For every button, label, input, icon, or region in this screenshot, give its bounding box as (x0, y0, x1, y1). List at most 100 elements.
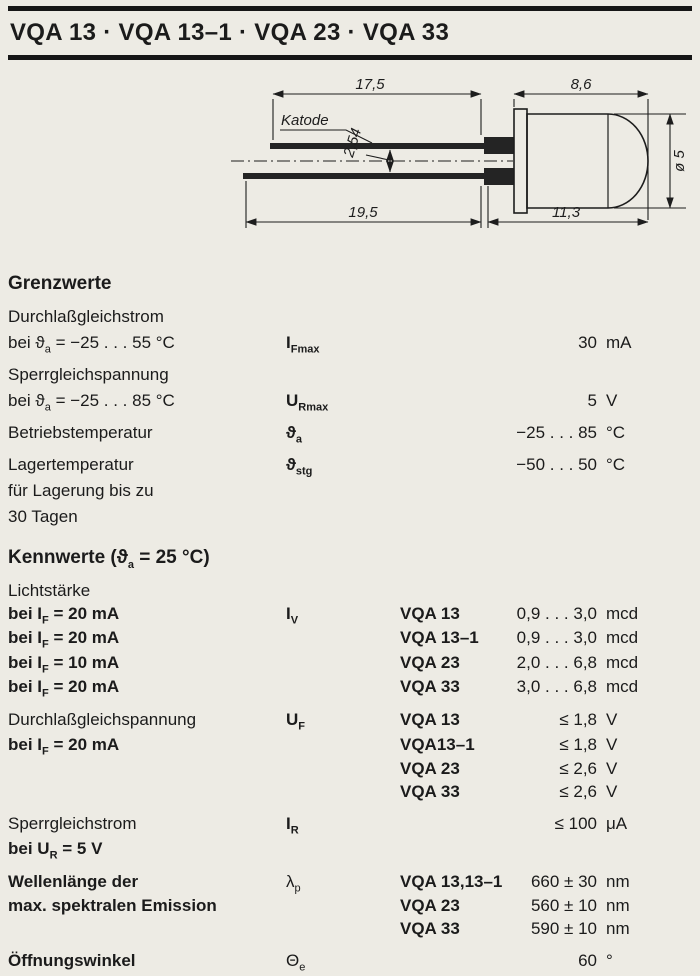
value-cell: 60 (400, 949, 597, 973)
value-cell: VQA 33 ≤ 2,6 (400, 780, 597, 803)
param-unit: nm (606, 919, 630, 939)
condition-text: bei I (8, 628, 43, 648)
param-symbol: ϑa (286, 420, 400, 446)
led-body (526, 113, 649, 209)
param-symbol: λp (286, 870, 400, 894)
symbol-main: ϑ (286, 423, 296, 442)
condition-text: = 20 mA (48, 734, 120, 754)
condition-subscript: F (42, 614, 49, 627)
kennwerte-heading-condition: (ϑa = 25 °C) (105, 547, 209, 570)
dim-11-3-label: 11,3 (552, 204, 581, 221)
uf-row-vqa33: VQA 33≤ 2,6 V (8, 780, 645, 803)
type-label: VQA 13–1 (400, 628, 479, 648)
cathode-leader-line (280, 129, 373, 144)
condition-subscript: F (42, 687, 49, 700)
table-row: 30 Tagen (8, 504, 645, 530)
page-title: VQA 13 · VQA 13–1 · VQA 23 · VQA 33 (10, 19, 450, 46)
led-flange (513, 108, 528, 214)
table-row: Lagertemperatur ϑstg −50 . . . 50 °C (8, 452, 645, 478)
symbol-main: I (286, 603, 291, 623)
param-unit: nm (606, 871, 630, 891)
table-row: Betriebstemperatur ϑa −25 . . . 85 °C (8, 420, 645, 446)
table-row: bei ϑa = −25 . . . 55 °C IFmax 30 mA (8, 330, 645, 356)
param-value: 590 ± 10 (530, 919, 597, 939)
symbol-sub: F (298, 720, 306, 733)
value-cell: VQA13–1≤ 1,8 (400, 733, 597, 757)
param-name: max. spektralen Emission (8, 896, 217, 916)
value-cell: VQA 13,13–1 660 ± 30 (400, 870, 597, 894)
type-label: VQA 13 (400, 603, 460, 623)
kennwerte-heading: Kennwerte (ϑa = 25 °C) (8, 546, 645, 571)
symbol-sub: a (295, 433, 303, 446)
group-gap (8, 940, 645, 949)
type-label: VQA 13,13–1 (400, 871, 503, 891)
param-unit: V (606, 734, 618, 754)
grenzwerte-row-sperrgleichspannung: Sperrgleichspannung bei ϑa = −25 . . . 8… (8, 362, 645, 414)
condition-text: = −25 . . . 85 °C (50, 391, 175, 410)
top-rule (8, 6, 692, 11)
param-unit: °C (606, 423, 626, 442)
type-label: VQA 33 (400, 676, 460, 696)
type-label: VQA 23 (400, 652, 460, 672)
dim-8-6-label: 8,6 (571, 76, 593, 93)
condition-text: (ϑ (105, 547, 128, 568)
param-symbol: URmax (286, 388, 400, 414)
cathode-label: Katode (281, 112, 329, 129)
param-value: 560 ± 10 (530, 896, 597, 916)
param-value: 0,9 . . . 3,0 (516, 603, 597, 623)
symbol-sub: Fmax (290, 343, 320, 356)
table-row: bei UR = 5 V (8, 837, 645, 861)
kennwerte-block-lichtstaerke: Lichtstärke bei IF = 20 mA IV VQA 13 0,9 … (8, 579, 645, 700)
dim-diameter-label: ø 5 (671, 150, 688, 172)
param-unit: ° (606, 951, 613, 971)
param-name: Wellenlänge der (8, 871, 139, 891)
param-value: ≤ 2,6 (559, 782, 597, 802)
table-row: Durchlaßgleichstrom (8, 304, 645, 330)
param-unit: mcd (606, 628, 639, 648)
grenzwerte-row-durchlassgleichstrom: Durchlaßgleichstrom bei ϑa = −25 . . . 5… (8, 304, 645, 356)
condition-subscript: R (49, 848, 58, 861)
param-condition: bei IF = 20 mA (8, 602, 286, 626)
symbol-sub: R (290, 824, 299, 837)
condition-text: = 10 mA (48, 652, 120, 672)
group-gap (8, 861, 645, 870)
param-unit: μA (606, 814, 628, 834)
param-condition: bei IF = 10 mA (8, 651, 286, 675)
kennwerte-section: Kennwerte (ϑa = 25 °C) Lichtstärke bei I… (0, 546, 700, 974)
param-value: −25 . . . 85 (516, 423, 597, 442)
symbol-sub: stg (295, 465, 313, 478)
anode-post (484, 168, 514, 185)
uf-row-vqa23: VQA 23≤ 2,6 V (8, 757, 645, 780)
param-symbol: UF (286, 708, 400, 732)
param-value: 0,9 . . . 3,0 (516, 628, 597, 648)
param-name: Öffnungswinkel (8, 951, 136, 971)
type-label: VQA 33 (400, 782, 460, 802)
param-condition: bei UR = 5 V (8, 837, 286, 861)
dim-17-5-label: 17,5 (355, 76, 385, 93)
param-symbol: IV (286, 602, 400, 626)
dim-2-54-label: 2,54 (340, 126, 365, 160)
param-value: 660 ± 30 (530, 871, 597, 891)
value-cell: VQA 13–1 0,9 . . . 3,0 (400, 626, 597, 650)
condition-subscript: F (42, 745, 49, 758)
symbol-main: ϑ (286, 455, 296, 474)
type-label: VQA 23 (400, 896, 460, 916)
value-cell: VQA 23≤ 2,6 (400, 757, 597, 780)
param-value: ≤ 2,6 (559, 759, 597, 779)
param-unit: V (606, 391, 618, 410)
value-cell: −25 . . . 85 (400, 420, 597, 446)
led-dimension-drawing: 17,5 8,6 Katode 2,54 19,5 (0, 72, 700, 268)
param-symbol: IFmax (286, 330, 400, 356)
dim-lead-top (272, 90, 482, 140)
condition-text: bei ϑ (8, 333, 45, 352)
uf-row-vqa13-1: bei IF = 20 mA VQA13–1≤ 1,8 V (8, 733, 645, 757)
table-row: Lichtstärke (8, 579, 645, 602)
param-condition: bei IF = 20 mA (8, 733, 286, 757)
condition-text: bei I (8, 734, 43, 754)
table-row: Sperrgleichstrom IR ≤ 100 μA (8, 812, 645, 836)
